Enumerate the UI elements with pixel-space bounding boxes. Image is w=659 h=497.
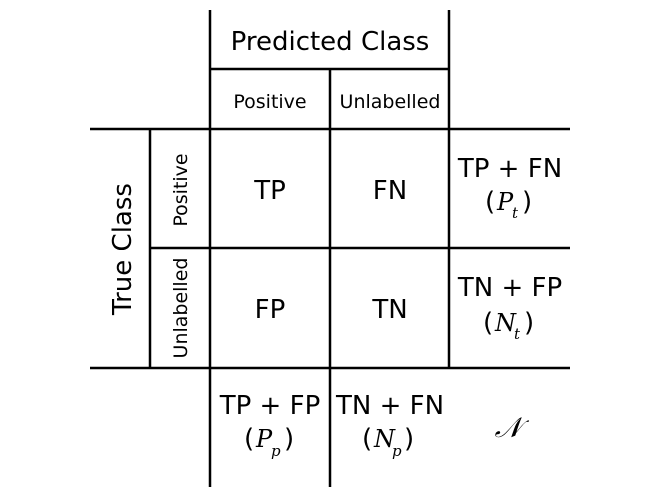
true-positive-label: Positive (170, 153, 192, 226)
cell-tn: TN (371, 295, 407, 325)
svg-text:): ) (524, 308, 534, 338)
col-total-unlabelled-sum: TN + FN (335, 391, 444, 421)
col-total-unlabelled-sub: p (392, 442, 402, 460)
row-total-unlabelled-sym: N (494, 309, 517, 337)
grid-lines (90, 10, 570, 487)
col-total-positive-sym: P (255, 425, 273, 453)
row-total-positive-sub: t (512, 204, 519, 222)
col-total-positive-sub: p (271, 442, 281, 460)
row-total-positive-sym: P (496, 188, 514, 216)
col-total-unlabelled-symbol: ( N p ) (362, 424, 414, 460)
true-unlabelled-label: Unlabelled (170, 258, 192, 359)
svg-text:(: ( (483, 308, 493, 338)
col-total-unlabelled-sym: N (373, 425, 396, 453)
svg-text:): ) (522, 187, 532, 217)
row-total-positive-symbol: ( P t ) (485, 187, 532, 222)
cell-fp: FP (255, 295, 286, 325)
svg-text:): ) (404, 424, 414, 454)
svg-text:): ) (284, 424, 294, 454)
row-total-unlabelled-sub: t (514, 325, 521, 343)
predicted-unlabelled-label: Unlabelled (340, 91, 441, 113)
row-total-unlabelled-symbol: ( N t ) (483, 308, 534, 343)
svg-text:(: ( (362, 424, 372, 454)
true-class-title: True Class (108, 183, 138, 316)
col-total-positive-symbol: ( P p ) (244, 424, 294, 460)
cell-fn: FN (373, 176, 407, 206)
svg-text:(: ( (485, 187, 495, 217)
grand-total-symbol: 𝒩 (495, 411, 530, 444)
row-total-unlabelled-sum: TN + FP (457, 273, 562, 303)
predicted-class-title: Predicted Class (231, 27, 430, 57)
cell-tp: TP (253, 176, 286, 206)
row-total-positive-sum: TP + FN (457, 154, 562, 184)
predicted-positive-label: Positive (233, 91, 306, 113)
svg-text:(: ( (244, 424, 254, 454)
col-total-positive-sum: TP + FP (219, 391, 321, 421)
